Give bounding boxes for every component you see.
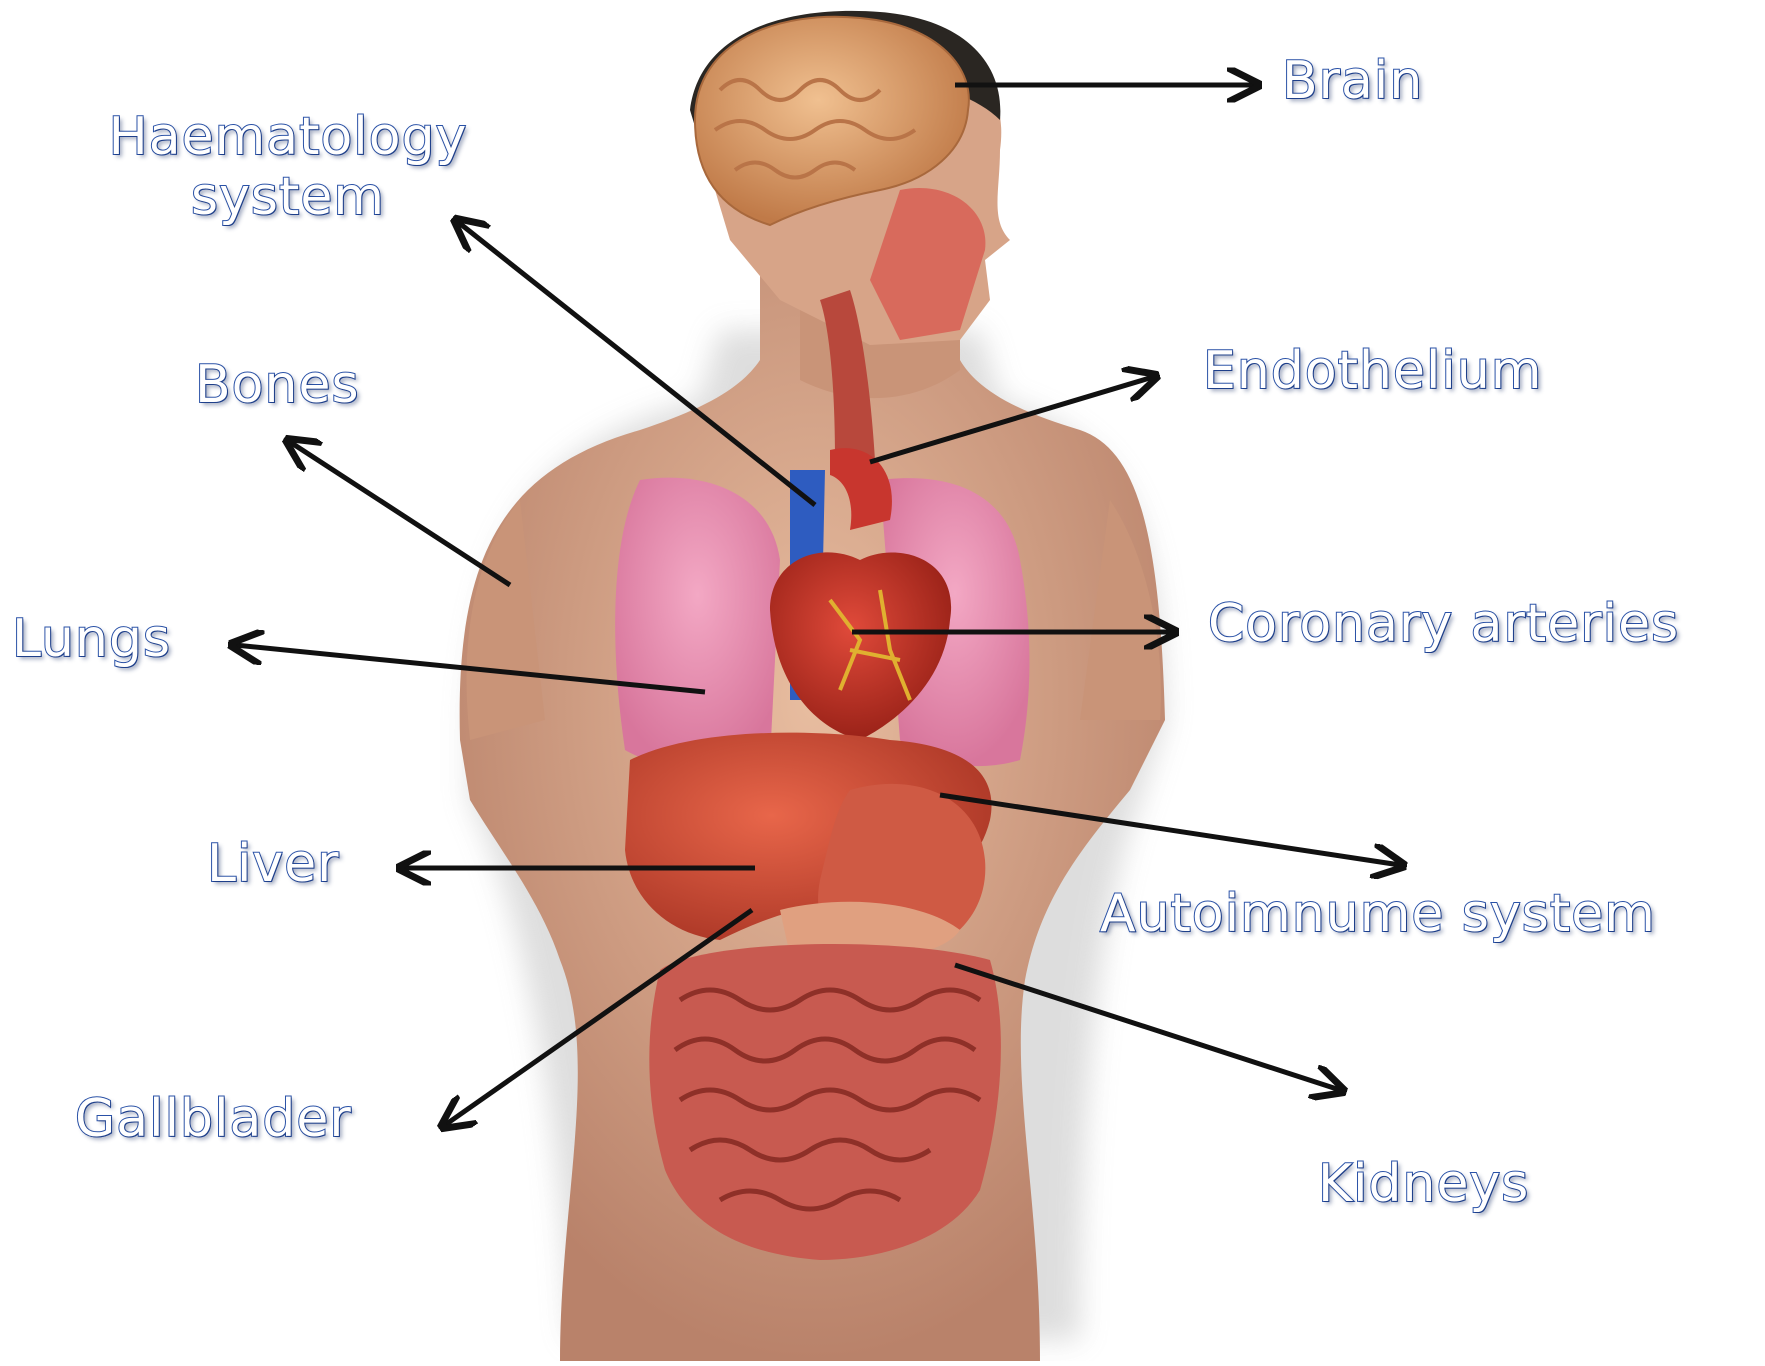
label-brain: Brain	[1282, 52, 1423, 112]
label-bones: Bones	[195, 356, 360, 416]
label-lungs: Lungs	[12, 610, 171, 670]
label-haematology: Haematology system	[88, 108, 488, 228]
label-kidneys: Kidneys	[1318, 1155, 1529, 1215]
left-lung	[615, 478, 780, 771]
label-autoimmune-system: Autoimnume system	[1100, 885, 1656, 945]
arrow-bones	[290, 442, 510, 585]
label-endothelium: Endothelium	[1203, 342, 1542, 402]
label-liver: Liver	[207, 835, 340, 895]
label-haematology-line2: system	[88, 168, 488, 228]
label-haematology-line1: Haematology	[88, 108, 488, 168]
label-coronary-arteries: Coronary arteries	[1208, 595, 1679, 655]
intestines	[649, 944, 1001, 1260]
label-gallbladder: Gallblader	[75, 1090, 352, 1150]
